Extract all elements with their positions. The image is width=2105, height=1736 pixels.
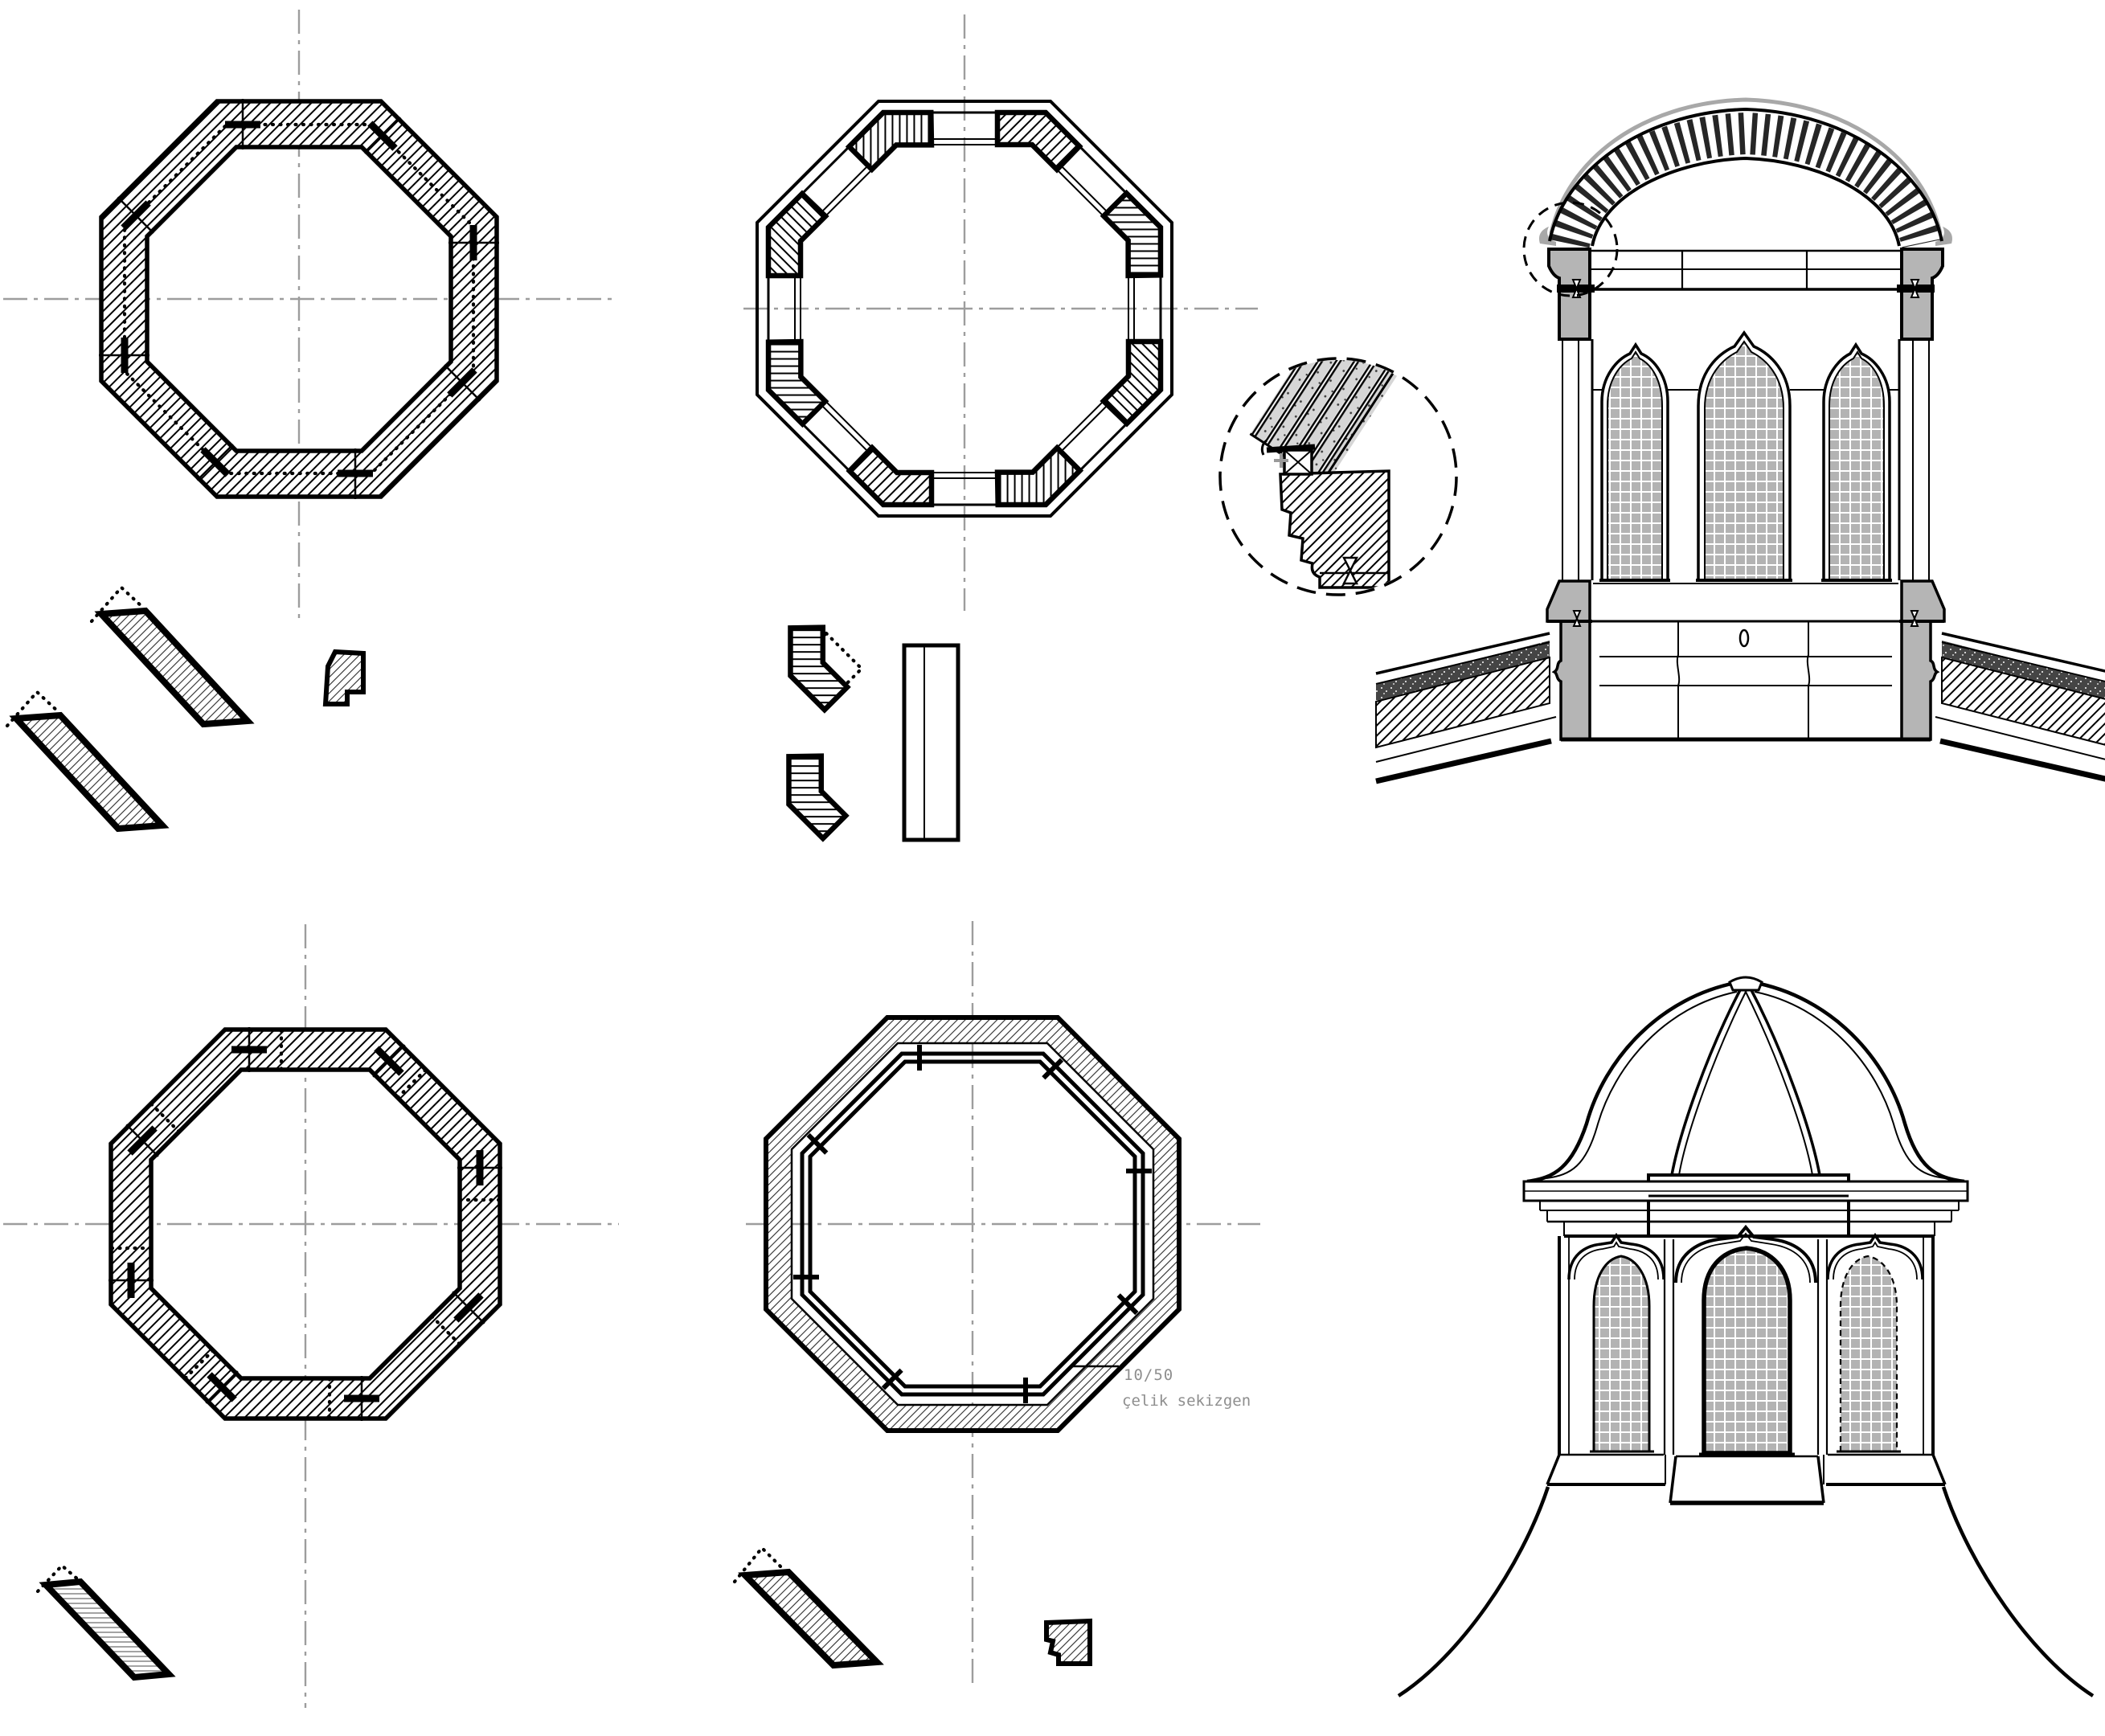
steel-octagon-inner <box>808 1059 1137 1389</box>
window-right <box>1822 342 1891 581</box>
capital-section-block <box>1279 469 1390 589</box>
roof-right <box>1935 632 2105 782</box>
eave-plate <box>1266 444 1316 453</box>
steel-plate-bar <box>39 1578 176 1681</box>
plan-bottom-middle-octagon: 10/50 çelik sekizgen <box>746 921 1260 1688</box>
outer-frame <box>756 100 1173 518</box>
dome-rib <box>1670 988 1743 1176</box>
steel-plate-bar <box>94 607 255 728</box>
plan-top-middle-octagon <box>743 14 1258 611</box>
dotted-cut-marker <box>5 689 61 728</box>
cornice <box>1522 1173 1969 1238</box>
extrados-curl <box>1539 227 1556 246</box>
dotted-cut-marker <box>732 1545 785 1584</box>
plan-bottom-left-octagon <box>3 924 619 1708</box>
ogee-window-hoods <box>1567 1224 1924 1284</box>
steel-plate-bar <box>738 1568 884 1669</box>
window-right <box>1839 1255 1898 1453</box>
material-text: çelik sekizgen <box>1122 1392 1251 1410</box>
gutter-hook <box>1260 439 1268 456</box>
profile-section-piece <box>322 649 366 706</box>
corner-angle-detail <box>767 612 865 710</box>
dimension-text: 10/50 <box>1124 1366 1173 1384</box>
window-left <box>1592 1255 1651 1453</box>
ogee-dome <box>1526 976 1965 1184</box>
extrados-curl <box>1935 227 1952 246</box>
details-bottom-middle <box>732 1545 1092 1669</box>
arch-soffit-outline <box>1591 156 1901 247</box>
octagon-ring <box>109 1027 502 1421</box>
entablature <box>1590 249 1902 291</box>
timber-beam-section <box>1283 448 1313 476</box>
mullion-plate-detail <box>902 643 960 842</box>
dome-rib <box>1678 988 1748 1176</box>
apex-cap <box>1728 976 1763 992</box>
detail-content <box>1249 360 1417 589</box>
corner-angle-detail <box>765 740 863 838</box>
ring-outer-outline <box>764 1015 1182 1433</box>
voussoir-band <box>1548 112 1943 249</box>
base-skirt <box>1546 1453 1947 1505</box>
window-center <box>1702 1246 1792 1456</box>
finial-mark <box>1738 628 1750 648</box>
steel-octagon-outer <box>800 1051 1145 1397</box>
extrados-lead-line <box>1549 97 1943 234</box>
lantern-body <box>1558 1236 1935 1455</box>
window-sills <box>1593 579 1898 584</box>
voussoir-courses <box>1249 360 1417 484</box>
ring-centerline-dotted <box>122 122 476 476</box>
window-left <box>1600 342 1669 581</box>
elevation-lantern-section <box>1375 97 2105 784</box>
plan-top-left-octagon <box>3 10 617 619</box>
details-top-middle <box>765 612 960 842</box>
pier-right <box>1897 248 1946 741</box>
dowel-symbol <box>1341 556 1359 585</box>
arch-outer-outline <box>1548 107 1943 242</box>
detail-reference-circle <box>1522 201 1619 297</box>
window-center <box>1697 330 1792 581</box>
dimension-annotation: 10/50 çelik sekizgen <box>1071 1365 1251 1410</box>
dome-rib <box>1743 988 1813 1176</box>
section-detail-circle <box>1218 357 1458 596</box>
elevation-lantern-exterior <box>1397 976 2095 1697</box>
steel-plate-bar <box>9 711 170 833</box>
dotted-cut-marker <box>89 584 145 624</box>
centerlines <box>743 14 1258 611</box>
octagon-ring <box>99 99 499 499</box>
dome-arch-section <box>1539 97 1952 249</box>
detail-circle-boundary <box>1218 357 1458 596</box>
window-sills <box>1590 1450 1901 1457</box>
profile-section-piece <box>1044 1618 1092 1666</box>
roof-left <box>1375 632 1557 784</box>
pier-left <box>1546 248 1595 741</box>
lantern-windows <box>1590 1246 1901 1457</box>
anchor-cross <box>1274 453 1288 468</box>
drum-base <box>1561 620 1931 742</box>
roof-ground-curves <box>1397 1486 2095 1697</box>
details-bottom-left <box>35 1563 176 1681</box>
details-top-left <box>5 584 366 833</box>
lancet-windows <box>1593 330 1898 584</box>
dome-rib <box>1749 988 1821 1176</box>
